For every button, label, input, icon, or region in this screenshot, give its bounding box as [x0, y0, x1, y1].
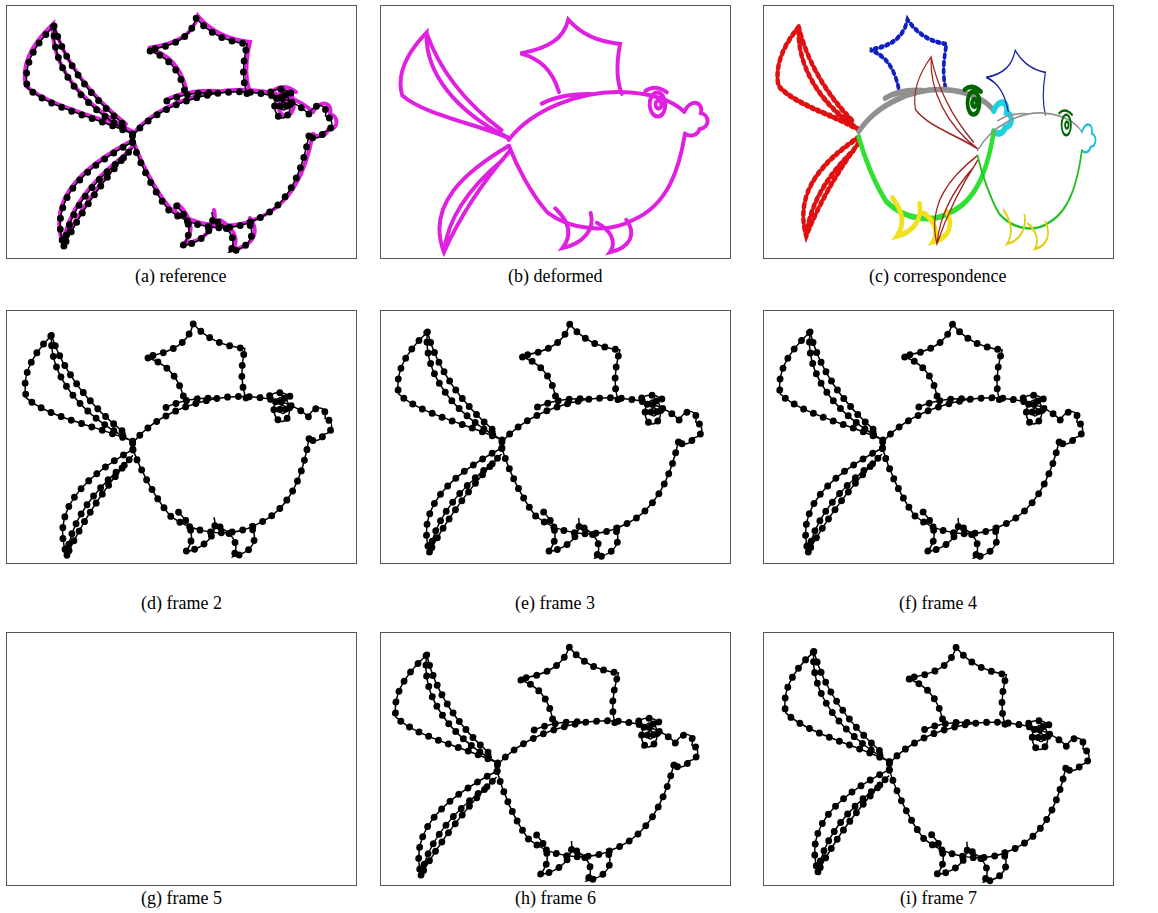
correspondence-fish	[778, 19, 1012, 241]
subfigure-caption: (g) frame 5	[139, 888, 224, 909]
frame-fish	[392, 324, 706, 558]
subfigure-caption: (d) frame 2	[139, 593, 224, 614]
subfigure-caption: (a) reference	[133, 266, 228, 287]
frame-fish	[770, 324, 1088, 558]
subfigure-caption: (e) frame 3	[513, 593, 597, 614]
subfigure-caption: (h) frame 6	[513, 888, 598, 909]
correspondence-fish	[915, 50, 1096, 249]
subfigure-caption: (c) correspondence	[867, 266, 1008, 287]
frame-fish	[383, 647, 705, 881]
subfigure-caption: (f) frame 4	[897, 593, 979, 614]
deformed-fish	[399, 15, 713, 260]
subfigure-caption: (i) frame 7	[898, 888, 979, 909]
frame-fish	[23, 320, 335, 562]
panel-frame	[7, 6, 1114, 886]
frame-fish	[780, 643, 1092, 885]
frame-fish	[26, 18, 332, 252]
subfigure-caption: (b) deformed	[506, 266, 604, 287]
